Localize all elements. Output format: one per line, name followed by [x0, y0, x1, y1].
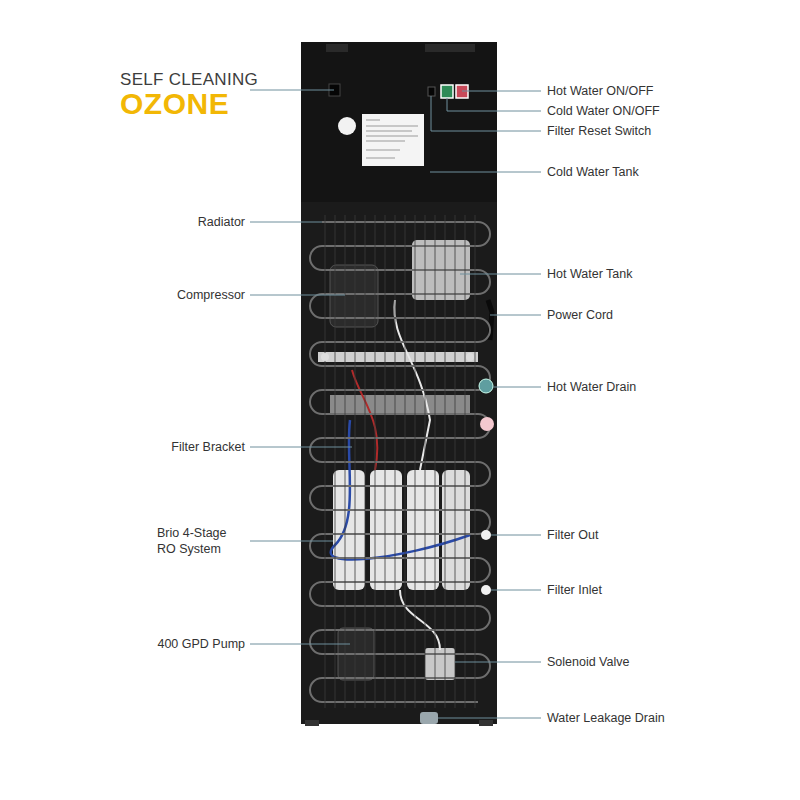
- part-label: Compressor: [177, 287, 245, 303]
- tube: [331, 420, 470, 559]
- filter-out-fitting: [481, 530, 491, 540]
- leakage-drain: [420, 712, 438, 724]
- filter: [442, 470, 470, 590]
- label-holder: Brio 4-Stage RO System: [157, 525, 245, 557]
- label-holder: Filter Bracket: [171, 439, 245, 455]
- part-label: Water Leakage Drain: [547, 710, 665, 726]
- sticker: [362, 114, 424, 166]
- part-label: Cold Water Tank: [547, 164, 639, 180]
- top-notch: [326, 44, 348, 52]
- label-holder: Hot Water Drain: [547, 379, 636, 395]
- label-holder: Solenoid Valve: [547, 654, 629, 670]
- leader-lines: [250, 90, 541, 718]
- label-holder: Power Cord: [547, 307, 613, 323]
- filter-inlet-fitting: [481, 585, 491, 595]
- part-label: Hot Water ON/OFF: [547, 83, 654, 99]
- label-holder: Cold Water Tank: [547, 164, 639, 180]
- part-label: Hot Water Drain: [547, 379, 636, 395]
- label-holder: SELF CLEANING: [120, 70, 258, 90]
- part-label: Filter Out: [547, 527, 598, 543]
- label-holder: Radiator: [198, 214, 245, 230]
- label-holder: Filter Out: [547, 527, 598, 543]
- part-label: 400 GPD Pump: [157, 636, 245, 652]
- radiator-coil: [310, 222, 490, 702]
- screw: [321, 353, 329, 361]
- label-holder: Cold Water ON/OFF: [547, 103, 660, 119]
- badge: [338, 117, 356, 135]
- part-label: Filter Inlet: [547, 582, 602, 598]
- label-holder: Water Leakage Drain: [547, 710, 665, 726]
- part-label: Radiator: [198, 214, 245, 230]
- tube: [400, 590, 440, 650]
- radiator-wires: [325, 215, 475, 708]
- top-panel: [301, 42, 497, 202]
- solenoid-valve: [425, 648, 455, 680]
- label-holder: Filter Reset Switch: [547, 123, 651, 139]
- hot-drain: [479, 379, 493, 393]
- part-label: Hot Water Tank: [547, 266, 632, 282]
- label-holder: Hot Water ON/OFF: [547, 83, 654, 99]
- fitting: [480, 417, 494, 431]
- reset-switch: [428, 87, 435, 96]
- filter: [407, 470, 439, 590]
- sticker-lines: [366, 120, 418, 158]
- part-label: Brio 4-Stage RO System: [157, 525, 245, 557]
- title-word: OZONE: [120, 88, 229, 120]
- part-label: Cold Water ON/OFF: [547, 103, 660, 119]
- part-label: Filter Reset Switch: [547, 123, 651, 139]
- filter-bracket: [330, 395, 470, 415]
- part-label: Filter Bracket: [171, 439, 245, 455]
- label-holder: Compressor: [177, 287, 245, 303]
- title-line: SELF CLEANING: [120, 70, 258, 90]
- label-holder: Hot Water Tank: [547, 266, 632, 282]
- part-label: Power Cord: [547, 307, 613, 323]
- label-holder: OZONE: [120, 88, 229, 120]
- foot: [305, 720, 319, 726]
- screw: [466, 353, 474, 361]
- cold-switch: [441, 85, 453, 98]
- label-holder: 400 GPD Pump: [157, 636, 245, 652]
- label-holder: Filter Inlet: [547, 582, 602, 598]
- foot: [479, 720, 493, 726]
- top-notch: [425, 44, 475, 52]
- bracket: [318, 352, 478, 362]
- part-label: Solenoid Valve: [547, 654, 629, 670]
- cabinet: [301, 42, 497, 724]
